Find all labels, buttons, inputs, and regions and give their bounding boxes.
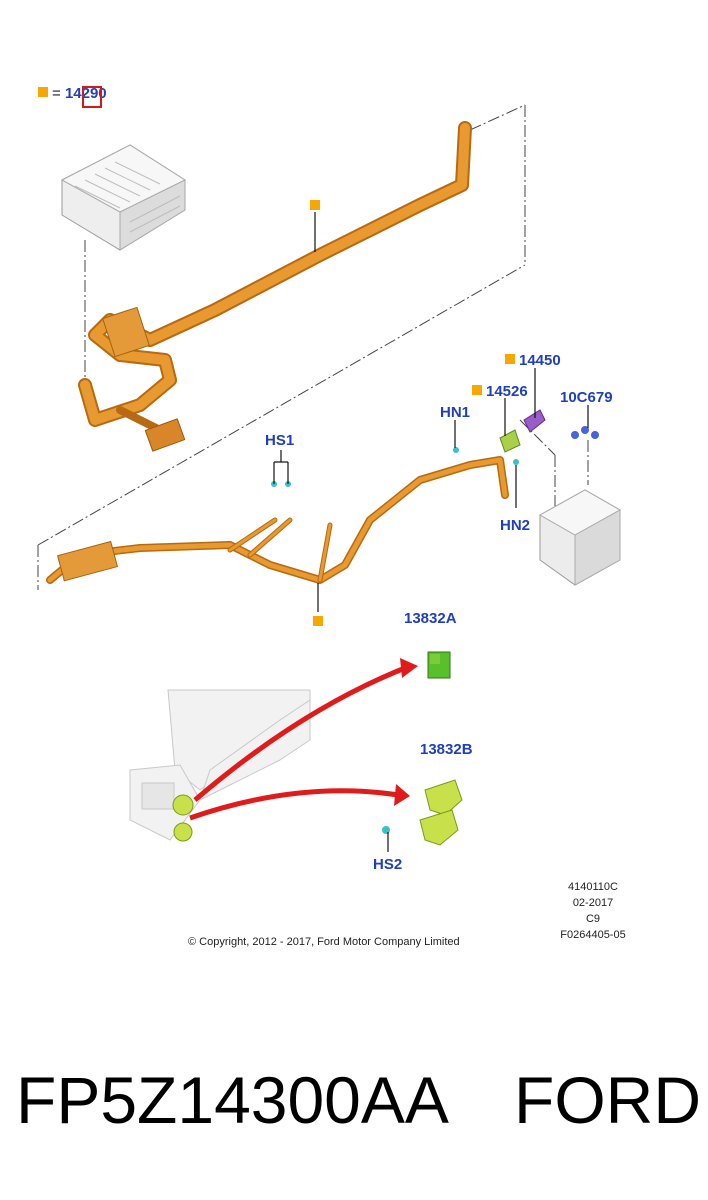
leader-lines: [273, 212, 589, 852]
footer: FP5Z14300AA FORD: [0, 1062, 708, 1152]
callout-hn1: HN1: [440, 404, 471, 421]
info-line-4: F0264405-05: [560, 929, 626, 941]
lower-harness: [46, 456, 509, 584]
footer-brand: FORD: [514, 1063, 701, 1137]
assembly-outline: [37, 104, 589, 590]
horn-13832a: [427, 651, 451, 679]
callout-13832a: 13832A: [404, 610, 457, 627]
callout-14526-marker: [472, 385, 482, 395]
info-line-3: C9: [585, 913, 601, 925]
front-structure: [129, 689, 311, 841]
callout-hn2: HN2: [500, 517, 531, 534]
callout-14450-label: 14450: [519, 352, 561, 369]
callout-14526: 14526: [472, 383, 528, 400]
legend-ref: 14290: [64, 85, 107, 102]
marker-lower-harness: [313, 616, 323, 626]
info-line-1: 4140110C: [568, 881, 618, 893]
callout-14526-label: 14526: [486, 383, 528, 400]
footer-part-number: FP5Z14300AA: [16, 1063, 449, 1137]
callout-10c679: 10C679: [560, 389, 613, 406]
wiring-diagram: [37, 104, 622, 852]
inverter-module: [60, 144, 187, 251]
bolt-10c679: [571, 426, 599, 439]
upper-harness: [78, 121, 472, 452]
horns-installed: [172, 794, 194, 842]
legend-equals: =: [52, 85, 61, 102]
legend: = 14290: [38, 85, 107, 102]
callout-hs1: HS1: [265, 432, 295, 449]
horn-13832b: [419, 779, 463, 846]
bracket-14526: [499, 429, 521, 453]
info-line-2: 02-2017: [572, 897, 614, 909]
legend-highlight-box: [82, 86, 102, 108]
callout-14450: 14450: [505, 352, 561, 369]
callout-13832b: 13832B: [420, 741, 473, 758]
info-block: 4140110C 02-2017 C9 F0264405-05: [548, 879, 638, 943]
marker-upper-harness: [310, 200, 320, 210]
red-arrows: [189, 658, 418, 821]
copyright-text: © Copyright, 2012 - 2017, Ford Motor Com…: [188, 936, 460, 948]
battery: [538, 489, 622, 586]
legend-marker: [38, 87, 48, 97]
callout-hs2: HS2: [373, 856, 403, 873]
callout-14450-marker: [505, 354, 515, 364]
